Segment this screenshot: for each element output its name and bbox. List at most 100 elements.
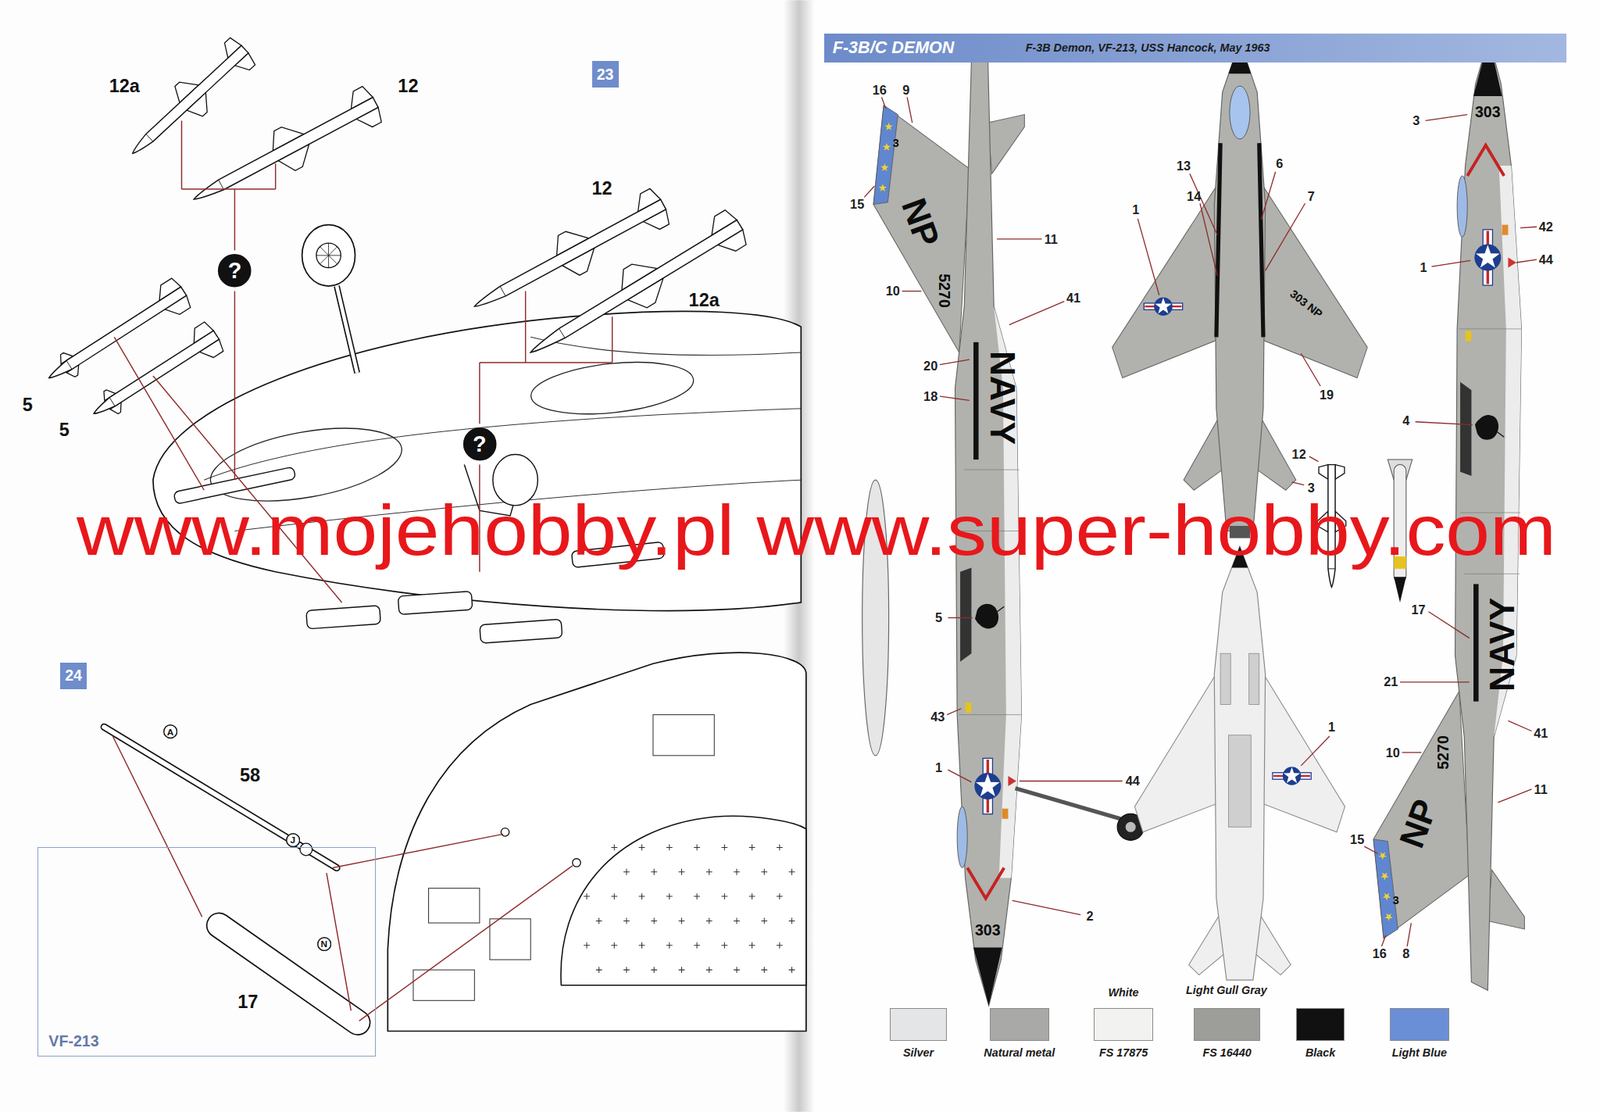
callout-number: 11 xyxy=(1044,232,1058,245)
rivet-mark xyxy=(650,966,658,973)
callout-number: 43 xyxy=(930,710,945,723)
callout-number: 3 xyxy=(1307,481,1315,494)
insignia-disc xyxy=(1282,766,1302,786)
leader-line xyxy=(864,185,875,197)
leader-line xyxy=(939,396,970,400)
callout-number: 1 xyxy=(1132,203,1140,216)
insignia-disc xyxy=(974,772,1001,800)
leader-line xyxy=(947,617,972,618)
part-number: 5 xyxy=(22,396,33,415)
leader-line xyxy=(1520,226,1537,228)
leader-line xyxy=(939,359,970,365)
callout-number: 44 xyxy=(1539,253,1554,266)
variant-name: VF-213 xyxy=(48,1033,99,1050)
assembly-line xyxy=(114,336,204,490)
leader-line xyxy=(1507,720,1532,731)
leader-line xyxy=(881,96,886,108)
leader-line xyxy=(1260,171,1275,220)
rivet-mark xyxy=(776,843,783,850)
color-swatch xyxy=(889,1007,947,1041)
rivet-mark xyxy=(610,843,618,850)
step-number-box: 23 xyxy=(592,60,619,88)
callout-number: 4 xyxy=(1402,414,1410,427)
aircraft-marking: 303 xyxy=(975,922,1001,939)
rivet-mark xyxy=(749,843,756,850)
leader-line xyxy=(1425,114,1468,122)
fuel-probe-housing xyxy=(202,907,375,1040)
leader-line xyxy=(1309,456,1319,462)
missile-body xyxy=(93,330,219,414)
leader-line xyxy=(1415,421,1473,425)
leader-line xyxy=(1300,353,1321,386)
wing-top xyxy=(1112,173,1225,378)
panel-outline xyxy=(428,888,480,923)
rivet-mark xyxy=(639,843,646,850)
wheel-hub xyxy=(1125,821,1136,833)
leader-line xyxy=(1497,789,1532,803)
callout-number: 10 xyxy=(885,284,900,297)
rivet-mark xyxy=(678,917,686,925)
aircraft-marking: 303 NP xyxy=(1288,288,1325,321)
callout-number: 14 xyxy=(1186,189,1201,203)
assembly-line xyxy=(112,735,203,917)
leader-line xyxy=(1400,681,1470,683)
callout-number: 41 xyxy=(1066,291,1081,304)
legend-item: FS 16440 xyxy=(1193,1007,1261,1041)
color-swatch xyxy=(989,1007,1050,1041)
walkway-stripe xyxy=(1259,142,1264,337)
wheel-spoke xyxy=(328,242,329,256)
leader-line xyxy=(1012,900,1082,915)
rivet-mark xyxy=(760,868,768,875)
variant-frame: VF-213 N xyxy=(37,846,375,1057)
color-swatch xyxy=(1093,1007,1154,1041)
title-band: F-3B/C DEMONF-3B Demon, VF-213, USS Hanc… xyxy=(824,33,1567,63)
leader-line xyxy=(1300,735,1330,766)
wheel-hub xyxy=(316,242,341,268)
national-insignia xyxy=(1474,229,1501,286)
wheel-spoke xyxy=(328,255,338,265)
canopy xyxy=(1457,175,1468,237)
glue-letter: A xyxy=(167,727,175,737)
rivet-mark xyxy=(596,966,603,973)
national-insignia xyxy=(1272,766,1311,786)
rivet-mark xyxy=(733,966,740,973)
step-number-box: 24 xyxy=(60,662,87,690)
rivet-mark xyxy=(760,966,768,973)
fuselage-stripe xyxy=(973,342,979,460)
callout-number: 44 xyxy=(1125,774,1140,787)
wheel-spoke xyxy=(316,254,329,256)
assembly-line xyxy=(234,189,236,250)
panel-line xyxy=(530,336,801,355)
legend-heading: Light Gull Gray xyxy=(1185,984,1268,996)
aircraft-marking: 3 xyxy=(892,137,900,149)
assembly-line xyxy=(181,188,275,190)
rivet-mark xyxy=(678,966,686,973)
yellow-marking xyxy=(1465,331,1472,342)
leader-line xyxy=(946,708,961,715)
warning-triangle xyxy=(1507,257,1516,268)
leader-line xyxy=(947,769,972,783)
missile-fin xyxy=(1318,464,1329,480)
gear-bay xyxy=(1228,735,1252,828)
seeker-seam xyxy=(218,179,225,190)
rudder-band xyxy=(1373,839,1398,939)
red-chevron xyxy=(967,867,1004,899)
tail-fin xyxy=(1373,691,1470,939)
assembly-line xyxy=(332,833,504,868)
callout-number: 9 xyxy=(902,83,910,97)
glue-point-marker: N xyxy=(317,936,332,951)
step-number: 23 xyxy=(596,67,615,83)
leader-line xyxy=(996,238,1042,240)
red-chevron xyxy=(1467,145,1504,176)
rivet-mark xyxy=(650,917,658,925)
rivet-mark xyxy=(639,892,646,900)
missile-body xyxy=(193,97,379,200)
assembly-line xyxy=(479,361,613,363)
aircraft-marking: 5270 xyxy=(935,273,952,308)
assembly-line xyxy=(525,291,526,363)
insignia-disc xyxy=(1153,296,1173,316)
walkway-stripe xyxy=(1216,142,1221,337)
insignia-disc xyxy=(1474,243,1501,271)
national-insignia xyxy=(974,757,1001,814)
